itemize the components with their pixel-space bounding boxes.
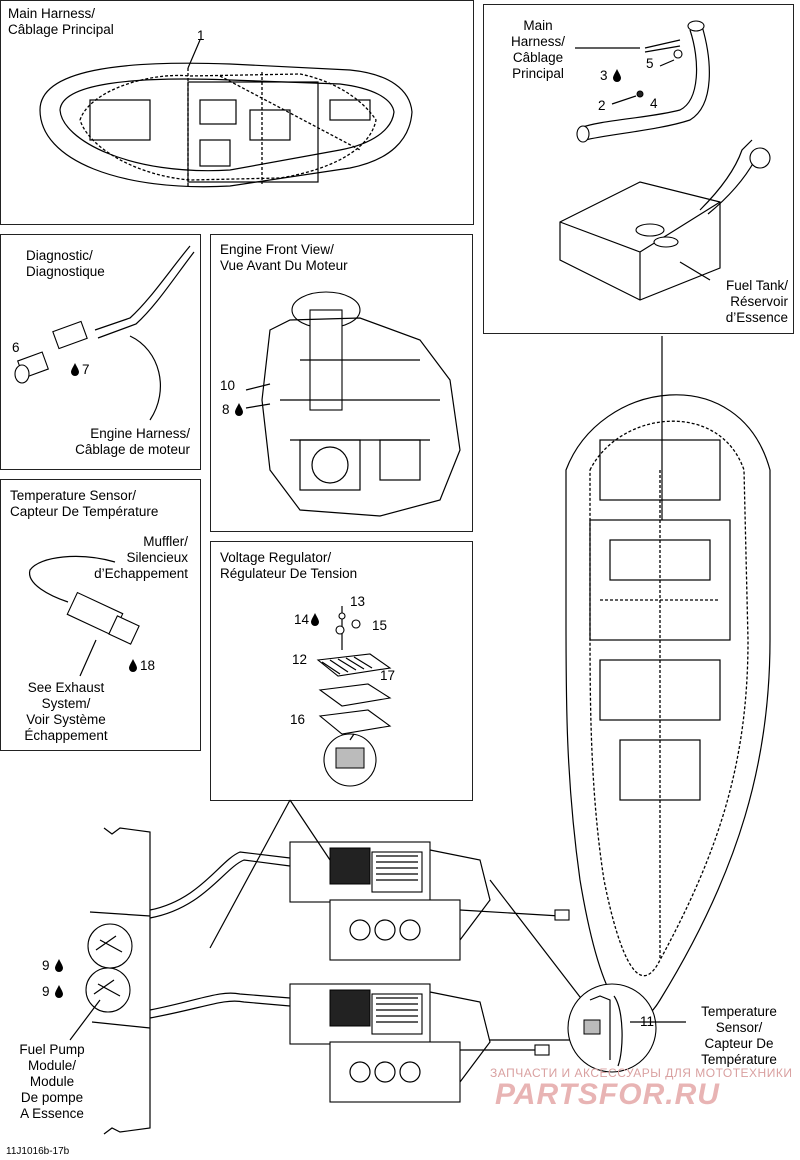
watermark-logo: PARTSFOR.RU [495,1078,720,1111]
exhaust-label-l2: System/ [41,696,91,711]
hull-top-view [39,39,413,188]
main-harness-label-l1: Main [523,18,553,33]
engine-front-drawing [245,291,461,517]
harness-routing [103,799,591,1135]
temp-sensor-title-1: Temperature Sensor/ [10,488,137,503]
sealant-drop-icon [613,69,621,82]
exhaust-label-l1: See Exhaust [27,680,105,695]
fuel-tank-panel [483,4,794,334]
voltage-regulator-title-1: Voltage Regulator/ [220,550,332,565]
callout-18: 18 [140,658,156,673]
main-harness-label-l2: Harness/ [510,34,566,49]
callout-11: 11 [640,1014,655,1029]
diagnostic-panel [0,234,201,470]
sealant-drop-icon [235,403,243,416]
engine-front-title-2: Vue Avant Du Moteur [220,258,348,273]
callout-14: 14 [294,612,310,627]
callout-4: 4 [650,96,658,111]
main-harness-label-l3: Câblage [512,50,564,65]
engine-harness-label-l1: Engine Harness/ [90,426,190,441]
temp-sensor-title-2: Capteur De Température [10,504,159,519]
callout-8: 8 [222,402,230,417]
diagnostic-label-l2: Diagnostique [26,264,105,279]
temp-label-l1: Temperature [701,1004,777,1019]
fuel-tank-shape [559,139,771,520]
callout-12: 12 [292,652,308,667]
engine-assembly-upper [289,841,491,961]
callout-9a: 9 [42,958,50,973]
sealant-drop-icon [55,959,63,972]
fuel-pump-label-l1: Fuel Pump [19,1042,85,1057]
diagnostic-connector [14,245,195,421]
main-harness-panel [0,0,474,225]
callout-9b: 9 [42,984,50,999]
sealant-drop-icon [311,613,319,626]
callout-5: 5 [646,56,654,71]
temp-label-l4: Température [701,1052,777,1067]
fuel-pump-label-l3: Module [29,1074,75,1089]
exhaust-label-l4: Échappement [24,728,108,743]
main-harness-title-2: Câblage Principal [8,22,114,37]
sealant-drop-icon [55,985,63,998]
callout-3: 3 [600,68,608,83]
fuel-tank-label-l3: d’Essence [725,310,788,325]
sealant-drop-icon [71,363,79,376]
muffler-label-l3: d’Echappement [94,566,188,581]
fuel-pump-label-l4: De pompe [20,1090,84,1105]
temp-label-l3: Capteur De [704,1036,774,1051]
callout-13: 13 [350,594,366,609]
callout-6: 6 [12,340,20,355]
voltage-regulator-drawing [316,606,392,787]
callout-17: 17 [380,668,396,683]
callout-15: 15 [372,618,388,633]
fuel-filler-hose [575,20,710,143]
fuel-tank-label-l2: Réservoir [730,294,788,309]
exhaust-label-l3: Voir Système [26,712,106,727]
main-harness-title-1: Main Harness/ [8,6,96,21]
engine-harness-label-l2: Câblage de moteur [75,442,190,457]
temp-sensor-drawing [29,555,140,677]
callout-1: 1 [197,28,205,43]
watermark-tagline: ЗАПЧАСТИ И АКСЕССУАРЫ ДЛЯ МОТОТЕХНИКИ [490,1066,793,1080]
engine-front-title-1: Engine Front View/ [220,242,334,257]
engine-assembly-lower [289,983,491,1103]
fuel-tank-label-l1: Fuel Tank/ [725,278,788,293]
diagram-code: 11J1016b-17b [6,1146,70,1157]
muffler-label-l1: Muffler/ [143,534,188,549]
fuel-pump-label-l5: A Essence [20,1106,84,1121]
main-harness-label-l4: Principal [512,66,564,81]
hull-bottom-view [565,394,771,1020]
callout-7: 7 [82,362,90,377]
fuel-pump-label-l2: Module/ [27,1058,77,1073]
callout-2: 2 [598,98,606,113]
muffler-label-l2: Silencieux [126,550,188,565]
callout-16: 16 [290,712,306,727]
diagnostic-label-l1: Diagnostic/ [26,248,93,263]
temp-sensor-detail [567,983,686,1073]
sealant-drop-icon [129,659,137,672]
voltage-regulator-title-2: Régulateur De Tension [220,566,358,581]
callout-10: 10 [220,378,236,393]
fuel-pump-modules [69,911,151,1041]
temp-label-l2: Sensor/ [715,1020,763,1035]
